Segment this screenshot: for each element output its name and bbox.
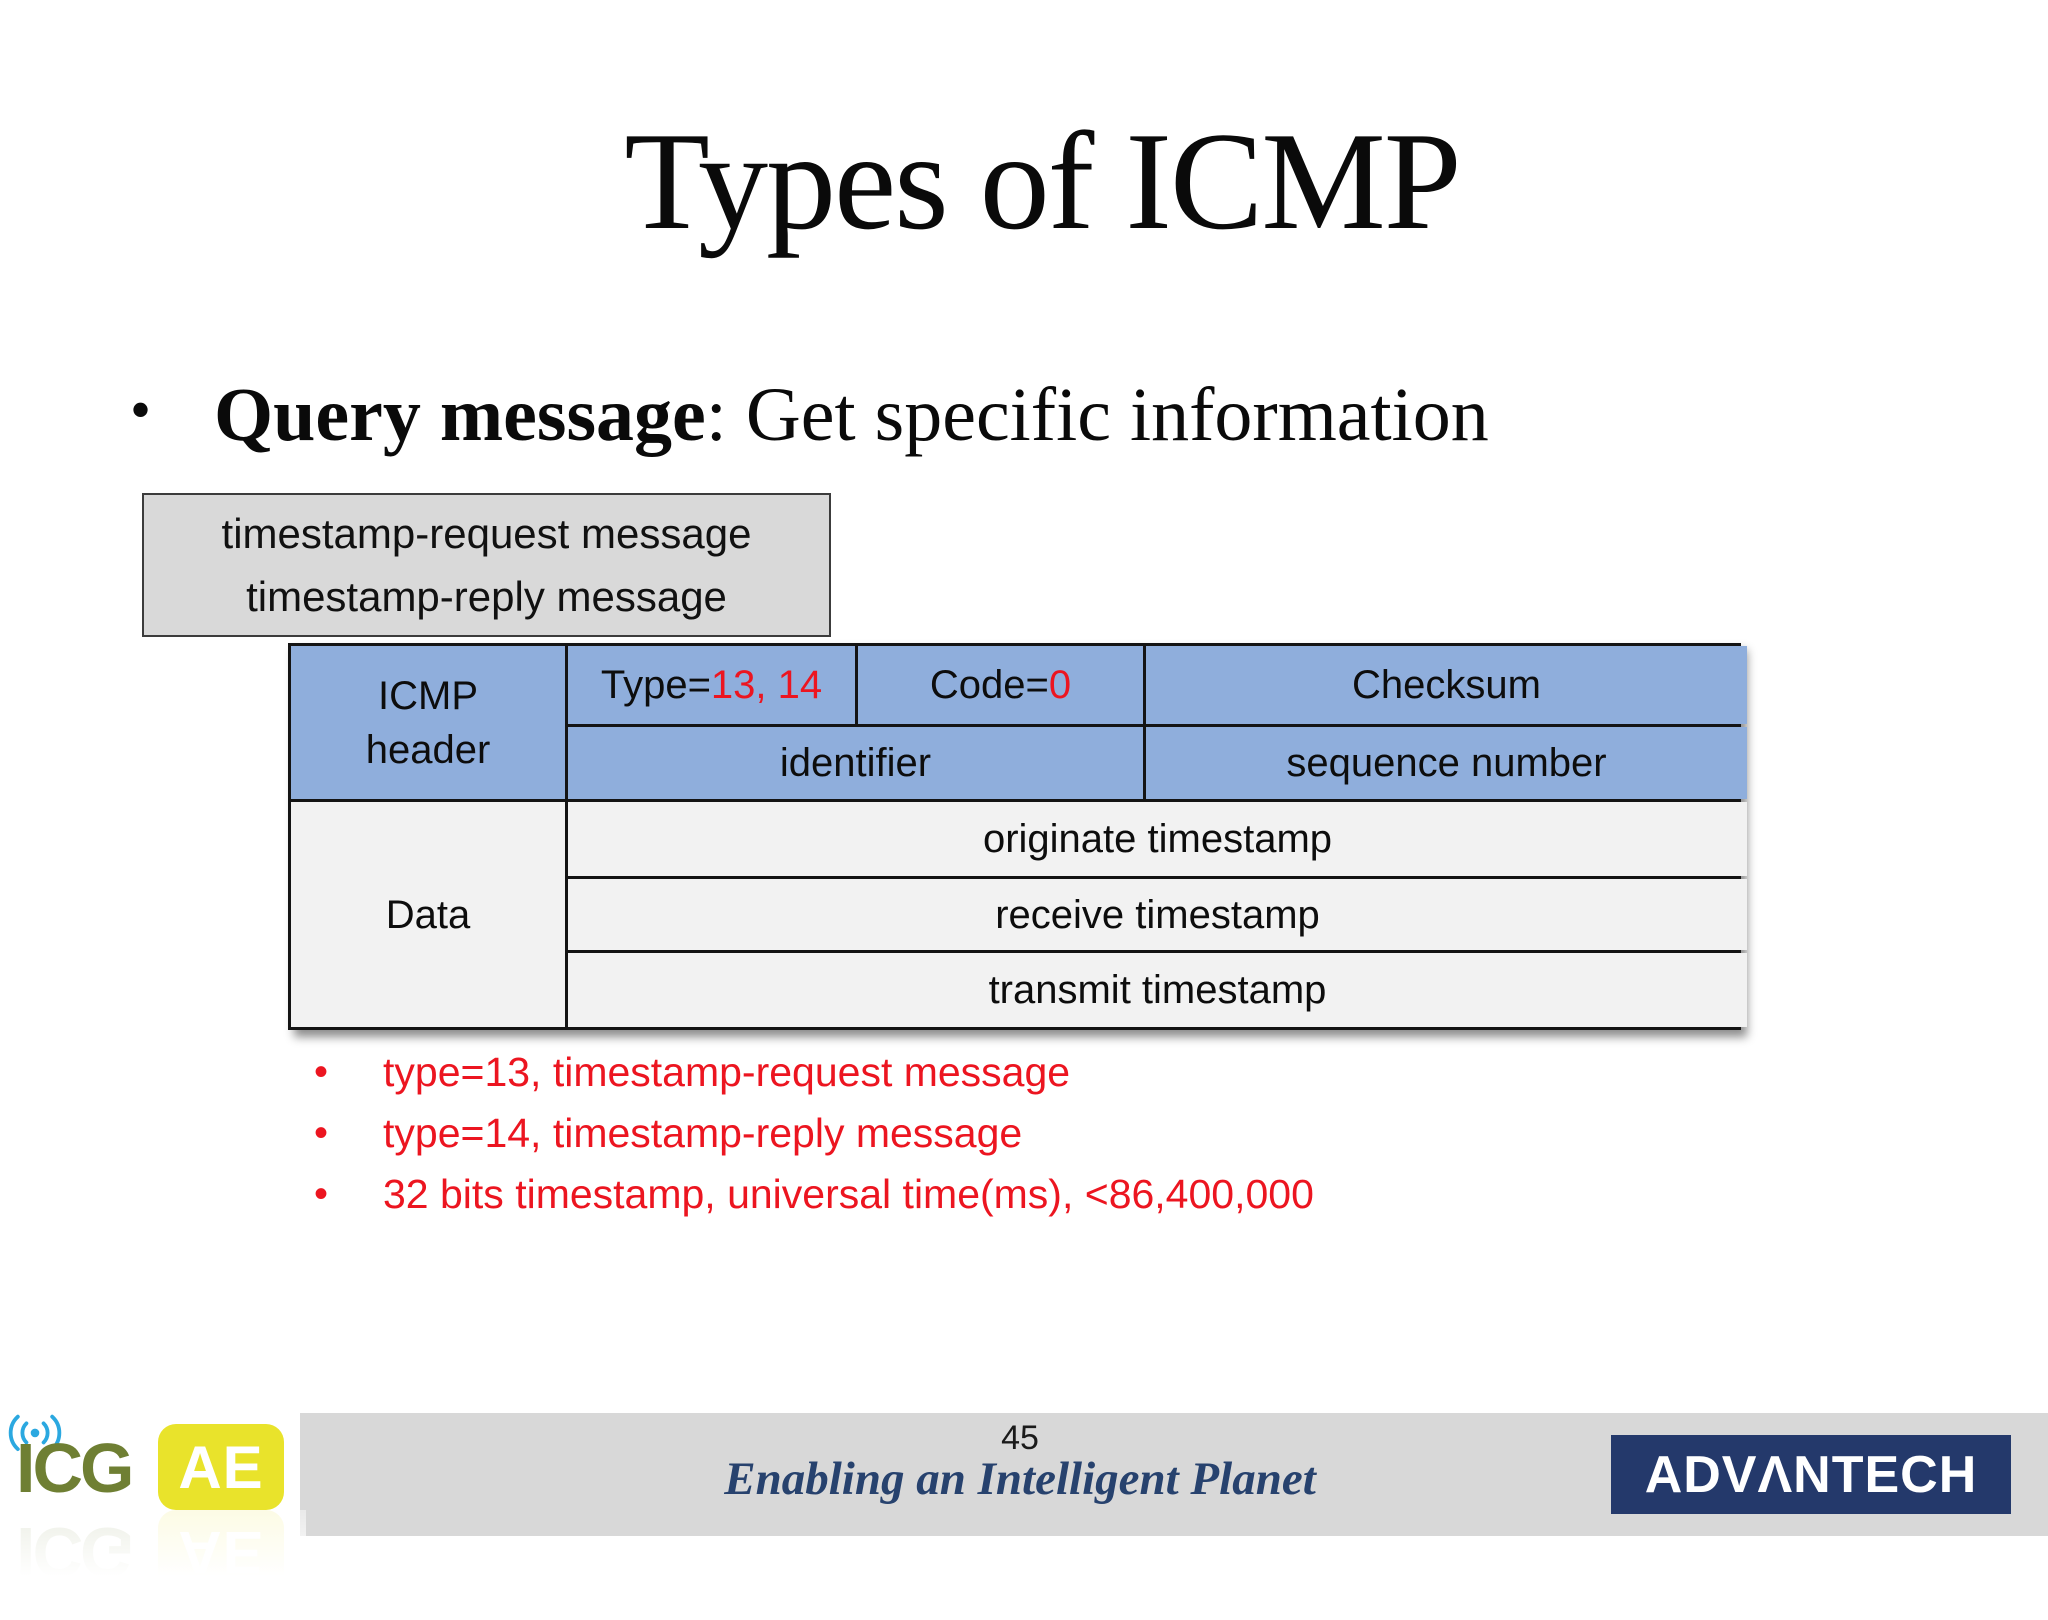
query-message-rest: : Get specific information: [705, 373, 1489, 457]
icg-ae-logo-main: ICG AE: [6, 1410, 306, 1510]
note-type-14: type=14, timestamp-reply message: [300, 1103, 1700, 1164]
icg-ae-logo: ICG AE ICG AE: [6, 1410, 306, 1620]
icmp-packet-table: ICMP header Type=13, 14 Code=0 Checksum …: [288, 643, 1747, 1030]
cell-icmp-header: ICMP header: [291, 646, 565, 799]
note-32-bits: 32 bits timestamp, universal time(ms), <…: [300, 1164, 1700, 1225]
wifi-signal-icon: [8, 1414, 62, 1452]
code-prefix: Code=: [929, 663, 1049, 707]
page-title: Types of ICMP: [624, 104, 1461, 259]
type-prefix: Type=: [600, 663, 711, 707]
code-value: 0: [1048, 663, 1072, 707]
icg-logo-text: ICG: [16, 1429, 134, 1507]
cell-checksum: Checksum: [1146, 646, 1747, 724]
callout-line-2: timestamp-reply message: [246, 573, 727, 620]
type-value: 13, 14: [710, 663, 823, 707]
cell-identifier: identifier: [568, 727, 1143, 799]
query-message-bullet: Query message: Get specific information: [130, 373, 1930, 458]
page-number: 45: [1001, 1419, 1039, 1457]
slide: { "slide": { "title": "Types of ICMP", "…: [0, 0, 2048, 1536]
query-message-term: Query message: [214, 373, 706, 457]
cell-data: Data: [291, 802, 565, 1027]
icg-reflection-fade: [6, 1510, 306, 1620]
cell-sequence-number: sequence number: [1146, 727, 1747, 799]
icmp-header-line1: ICMP: [378, 673, 478, 718]
cell-originate-timestamp: originate timestamp: [568, 802, 1747, 876]
cell-receive-timestamp: receive timestamp: [568, 879, 1747, 950]
cell-code: Code=0: [858, 646, 1143, 724]
red-notes-list: type=13, timestamp-request message type=…: [300, 1042, 1700, 1225]
advantech-logo: ADVΛNTECH: [1611, 1435, 2011, 1514]
footer-tagline: Enabling an Intelligent Planet: [724, 1453, 1316, 1505]
note-type-13: type=13, timestamp-request message: [300, 1042, 1700, 1103]
cell-type: Type=13, 14: [568, 646, 855, 724]
timestamp-callout-box: timestamp-request message timestamp-repl…: [142, 493, 831, 637]
callout-line-1: timestamp-request message: [221, 510, 752, 557]
cell-transmit-timestamp: transmit timestamp: [568, 953, 1747, 1027]
ae-logo-badge: AE: [158, 1424, 284, 1510]
icmp-header-line2: header: [365, 727, 491, 772]
